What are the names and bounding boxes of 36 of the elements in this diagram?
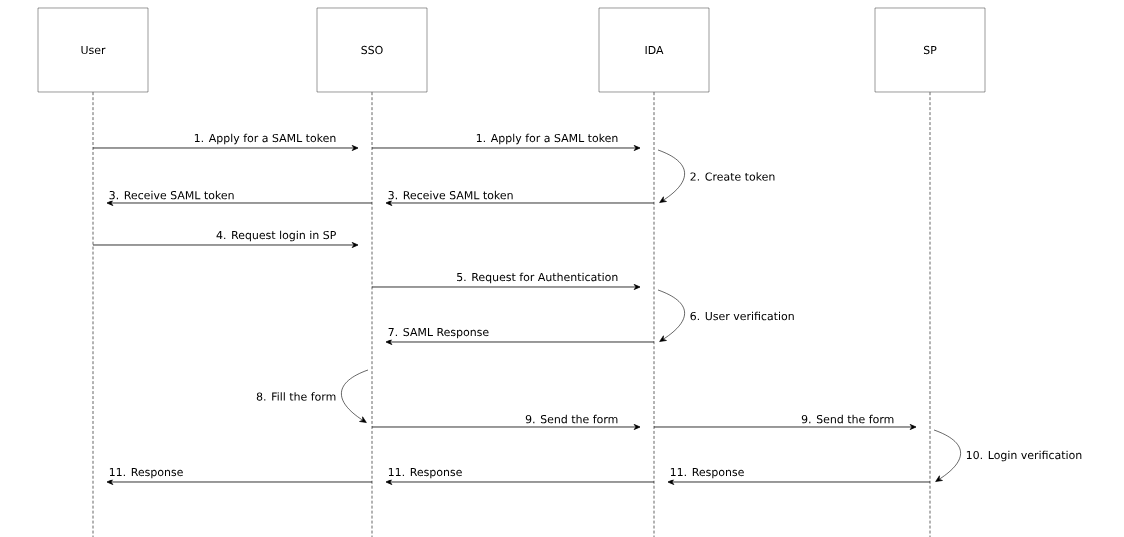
edge-label: 9. Send the form <box>799 413 896 425</box>
edge-label: 2. Create token <box>688 170 777 183</box>
arrow <box>371 145 641 151</box>
participant-box: SP <box>874 7 986 93</box>
arrow <box>385 339 655 345</box>
edge-label: 7. SAML Response <box>386 326 491 340</box>
arrow <box>106 479 373 485</box>
self-arrow <box>657 149 685 203</box>
self-arrow <box>657 289 685 342</box>
participant-box: IDA <box>598 7 710 93</box>
edge-label: 1. Apply for a SAML token <box>192 132 338 146</box>
edge-label: 3. Receive SAML token <box>386 189 516 201</box>
self-arrow <box>933 429 961 482</box>
self-arrow <box>341 369 369 423</box>
edge-label: 3. Receive SAML token <box>107 189 237 201</box>
participant-box: User <box>37 7 149 93</box>
arrow <box>371 284 641 290</box>
arrow <box>106 200 373 206</box>
edge-label: 11. Response <box>107 466 185 480</box>
arrow <box>92 242 359 248</box>
arrow <box>667 479 931 485</box>
edge-label: 5. Request for Authentication <box>454 271 620 285</box>
arrow <box>385 200 655 206</box>
edge-label: 6. User verification <box>688 310 797 322</box>
arrow <box>653 424 917 430</box>
edge-label: 11. Response <box>386 466 464 480</box>
edge-label: 10. Login verification <box>964 449 1084 463</box>
participant-box: SSO <box>316 7 428 93</box>
edge-label: 9. Send the form <box>523 413 620 425</box>
arrow <box>92 145 359 151</box>
arrow <box>385 479 655 485</box>
edge-label: 8. Fill the form <box>254 390 338 403</box>
edge-label: 4. Request login in SP <box>214 229 338 243</box>
edge-label: 11. Response <box>668 466 746 480</box>
edge-label: 1. Apply for a SAML token <box>474 132 620 146</box>
arrow <box>371 424 641 430</box>
